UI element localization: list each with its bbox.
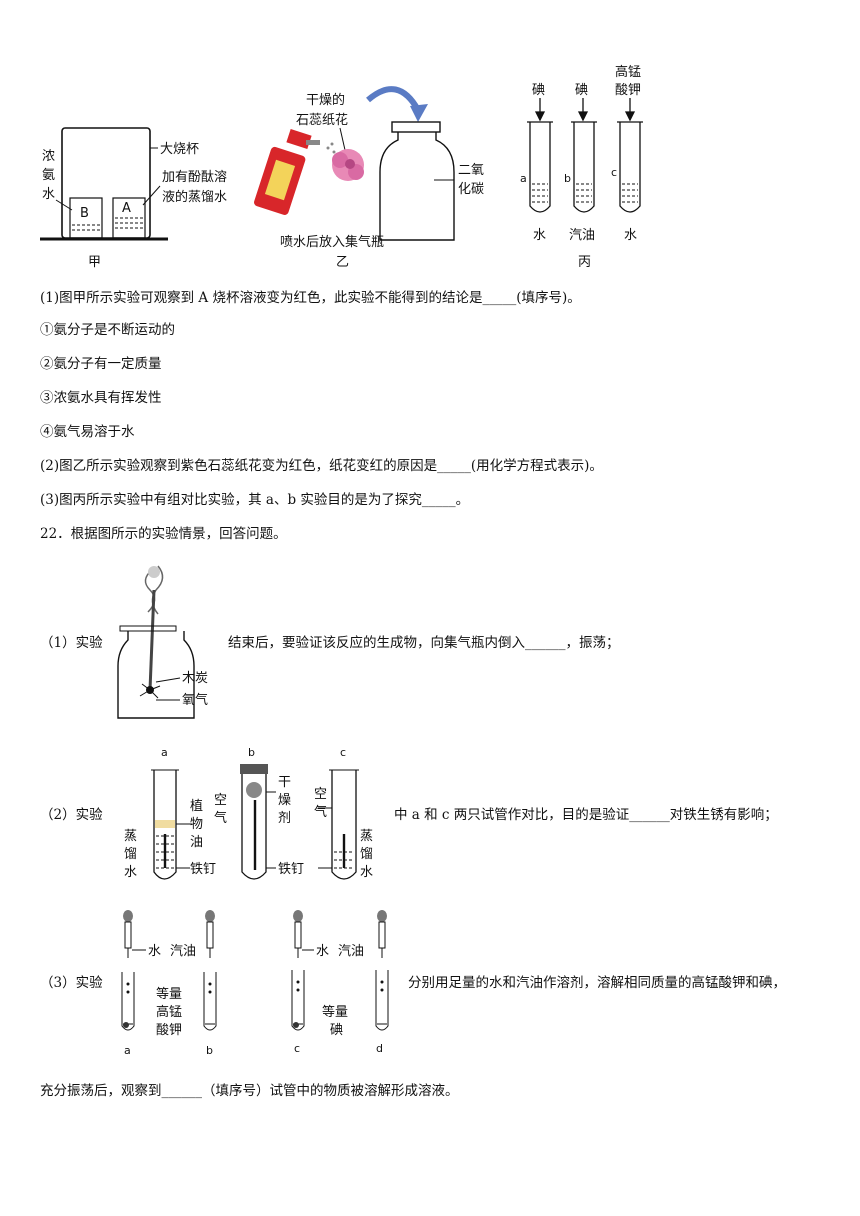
distilled-c-3: 水 <box>360 865 373 880</box>
air-label-3: 空 <box>314 787 327 802</box>
equal-label-1: 等量 <box>156 986 182 1002</box>
tube-a-label: a <box>520 172 527 185</box>
water-label-1: 水 <box>148 944 161 959</box>
q21-part3: (3)图丙所示实验中有组对比实验，其 a、b 实验目的是为了探究_____。 <box>40 492 470 508</box>
equal-label-2: 高锰 <box>156 1004 182 1020</box>
curved-arrow-icon <box>366 86 421 112</box>
bottom-label-2: 汽油 <box>569 228 595 243</box>
tube-b-top: b <box>248 746 255 759</box>
q21-part2: (2)图乙所示实验观察到紫色石蕊纸花变为红色，纸花变红的原因是_____(用化学… <box>40 458 603 474</box>
oil-label-2: 物 <box>190 817 203 832</box>
nail-label-a: 铁钉 <box>190 862 216 877</box>
equal-label-4: 等量 <box>322 1004 348 1020</box>
tube-c-bottom: c <box>294 1042 300 1055</box>
oil-label-3: 油 <box>190 835 203 850</box>
figure-jia: B A 浓 氨 水 大烧杯 加有酚酞溶 液的蒸馏水 甲 <box>40 127 227 270</box>
distilled-a-1: 蒸 <box>124 829 137 844</box>
top-label-2: 碘 <box>575 83 588 98</box>
flower-label-2: 石蕊纸花 <box>296 112 348 128</box>
dropper-icon-2 <box>205 910 215 958</box>
q22-s1-suffix: 结束后，要验证该反应的生成物，向集气瓶内倒入______，振荡； <box>228 635 620 651</box>
q21-option-2: ②氨分子有一定质量 <box>40 356 162 372</box>
tube-a-top: a <box>161 746 168 759</box>
caption-yi: 乙 <box>336 255 349 270</box>
distilled-a-2: 馏 <box>124 847 137 862</box>
q22-s3-prefix: （3）实验 <box>40 975 103 991</box>
gasoline-label-1: 汽油 <box>170 944 196 959</box>
q21-option-1: ①氨分子是不断运动的 <box>40 322 175 338</box>
dropper-icon-1 <box>123 910 133 958</box>
flower-label-1: 干燥的 <box>306 92 345 108</box>
gas-bottle <box>379 121 455 241</box>
charcoal-label: 木炭 <box>182 671 208 686</box>
tube-a-bottom: a <box>124 1044 131 1057</box>
ammonia-label: 氨 <box>42 168 55 183</box>
equal-label-3: 酸钾 <box>156 1023 182 1038</box>
water-label: 水 <box>42 187 55 202</box>
gasoline-label-2: 汽油 <box>338 944 364 959</box>
oil-label-1: 植 <box>190 799 203 814</box>
dissolve-figure: 水 汽油 等量 高锰 酸钾 a b 水 汽油 等量 碘 c d <box>121 910 389 1057</box>
tube-d-bottom: d <box>376 1042 383 1055</box>
spray-caption: 喷水后放入集气瓶 <box>280 234 384 250</box>
dry-label-1: 干 <box>278 775 291 790</box>
co2-label-1: 二氧 <box>458 163 484 178</box>
figure-bing: 碘 碘 高锰 酸钾 a b c 水 汽油 水 丙 <box>520 64 643 270</box>
tube-c-top: c <box>340 746 346 759</box>
q21-option-3: ③浓氨水具有挥发性 <box>40 390 162 406</box>
rust-figure: a b c 植 物 油 空 气 蒸 馏 水 铁钉 干 燥 剂 铁钉 空 气 蒸 … <box>124 746 373 880</box>
q22-s2-prefix: （2）实验 <box>40 807 103 823</box>
equal-label-5: 碘 <box>330 1023 343 1038</box>
oxygen-label: 氧气 <box>182 692 208 708</box>
caption-bing: 丙 <box>578 255 591 270</box>
q22-s1-prefix: （1）实验 <box>40 635 103 651</box>
distilled-c-1: 蒸 <box>360 829 373 844</box>
stopper-icon <box>240 764 268 774</box>
top-label-1: 碘 <box>532 83 545 98</box>
co2-label-2: 化碳 <box>458 182 484 197</box>
figure-jia-yi-bing: B A 浓 氨 水 大烧杯 加有酚酞溶 液的蒸馏水 甲 干燥的 石蕊纸花 <box>40 64 643 270</box>
air-label-4: 气 <box>314 804 327 820</box>
cup-b-label: B <box>80 206 89 221</box>
dry-label-2: 燥 <box>278 793 291 808</box>
air-label-2: 气 <box>214 810 227 826</box>
q21-option-4: ④氨气易溶于水 <box>40 424 135 440</box>
q22-title: 22．根据图所示的实验情景，回答问题。 <box>40 526 287 542</box>
dry-label-3: 剂 <box>278 811 291 826</box>
q22-s3-end: 充分振荡后，观察到______（填序号）试管中的物质被溶解形成溶液。 <box>40 1083 459 1099</box>
q21-part1: (1)图甲所示实验可观察到 A 烧杯溶液变为红色，此实验不能得到的结论是____… <box>40 290 581 306</box>
charcoal-icon <box>146 686 154 694</box>
litmus-flower-icon <box>332 149 364 181</box>
dropper-icon-4 <box>377 910 387 958</box>
bottom-label-3: 水 <box>624 228 637 243</box>
tube-c-label: c <box>611 166 617 179</box>
q22-s2-suffix: 中 a 和 c 两只试管作对比，目的是验证______对铁生锈有影响； <box>394 807 778 823</box>
spray-bottle-icon <box>254 128 320 215</box>
charcoal-figure: 木炭 氧气 <box>117 565 208 719</box>
phenol-label-2: 液的蒸馏水 <box>162 189 227 205</box>
bottom-label-1: 水 <box>533 228 546 243</box>
distilled-c-2: 馏 <box>360 847 373 862</box>
tube-b-bottom: b <box>206 1044 213 1057</box>
distilled-a-3: 水 <box>124 865 137 880</box>
gas-bottle-1 <box>117 631 195 719</box>
top-label-3b: 酸钾 <box>615 83 641 98</box>
cup-a-label: A <box>122 201 131 216</box>
tube-b-label: b <box>564 172 571 185</box>
iron-wire <box>148 589 156 691</box>
air-label-1: 空 <box>214 793 227 808</box>
dropper-icon-3 <box>293 910 303 958</box>
phenol-label-1: 加有酚酞溶 <box>162 170 227 185</box>
water-label-2: 水 <box>316 944 329 959</box>
q22-s3-suffix: 分别用足量的水和汽油作溶剂，溶解相同质量的高锰酸钾和碘， <box>408 975 786 991</box>
desiccant-icon <box>246 782 262 798</box>
caption-jia: 甲 <box>88 255 101 270</box>
nail-label-b: 铁钉 <box>278 862 304 877</box>
top-label-3a: 高锰 <box>615 64 641 80</box>
figure-yi: 干燥的 石蕊纸花 二氧 化碳 喷水后放入集气瓶 乙 <box>254 86 484 270</box>
beaker-label: 大烧杯 <box>160 142 199 157</box>
conc-label: 浓 <box>42 149 55 164</box>
